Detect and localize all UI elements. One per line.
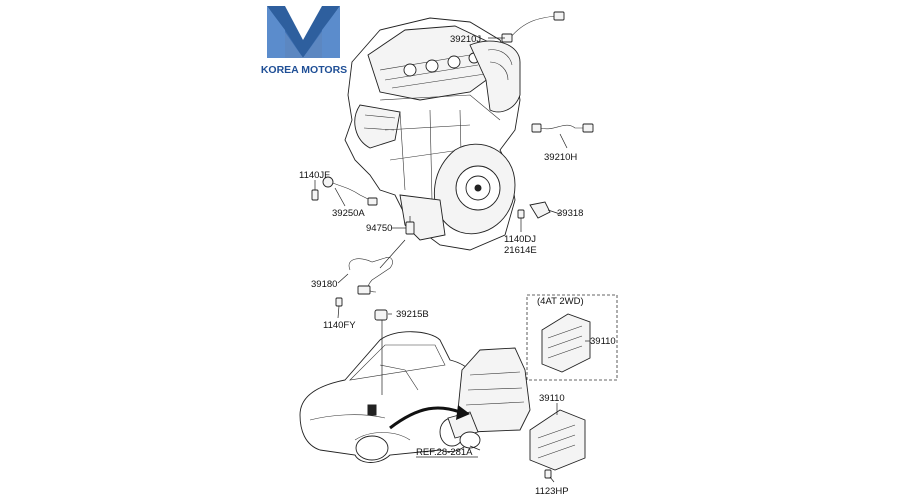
part-label-39180: 39180 [311,279,337,290]
part-label-39210j: 39210J [450,34,481,45]
engine-assembly-drawing [344,17,521,251]
temperature-sensor-icon [405,216,415,235]
part-label-1140fy: 1140FY [323,320,356,331]
part-label-ref-28-281a: REF.28-281A [416,447,473,458]
camshaft-sensor-icon [517,201,551,219]
km-logo-icon [267,6,340,58]
part-label-39318: 39318 [557,208,583,219]
knock-sensor-icon [322,176,378,206]
variant-box-title: (4AT 2WD) [537,296,584,307]
part-label-39110-upper: 39110 [590,336,616,347]
oxygen-sensor-downstream-icon [531,123,594,133]
ecu-icon [541,313,591,373]
part-label-39250a: 39250A [332,208,365,219]
variant-box [526,294,618,381]
part-label-21614e: 21614E [504,245,537,256]
part-label-94750: 94750 [366,223,392,234]
part-labels: 39210J 39210H 1140JF 39250A 94750 39318 … [299,34,616,497]
part-label-39110-lower: 39110 [539,393,565,404]
air-cleaner-icon [447,347,531,449]
bolt-icon [311,189,319,201]
oxygen-sensor-upstream-icon [501,11,565,43]
part-label-1123hp: 1123HP [535,486,569,497]
part-label-1140jf: 1140JF [299,170,330,181]
brand-name: KOREA MOTORS [261,64,347,76]
leader-lines [314,37,590,483]
air-temp-sensor-icon [374,309,388,321]
part-label-39210h: 39210H [544,152,577,163]
ecu-icon [529,409,586,479]
crankshaft-sensor-icon [335,257,393,307]
part-label-1140dj: 1140DJ [504,234,536,245]
brand-logo: KOREA MOTORS [261,6,347,76]
part-label-39215b: 39215B [396,309,429,320]
vehicle-drawing [299,331,479,463]
